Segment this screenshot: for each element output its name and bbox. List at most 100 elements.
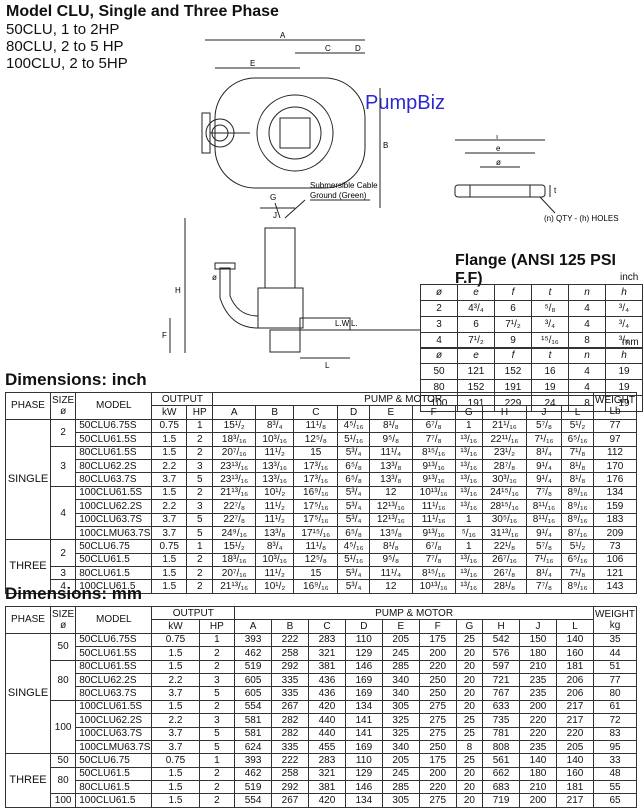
dim-cell: 9¹/₄ bbox=[525, 525, 563, 541]
model-cell: 100CLU61.5 bbox=[75, 579, 153, 594]
dim-cell: 7¹/₁₆ bbox=[525, 432, 563, 447]
dim-cell: 222 bbox=[271, 632, 309, 648]
kw-cell: 0.75 bbox=[151, 418, 188, 434]
size-cell: 50 bbox=[49, 632, 77, 661]
dim-cell: ¹³/₁₆ bbox=[454, 485, 483, 501]
dim-cell: 9¹/₄ bbox=[525, 458, 563, 474]
size-cell: 50 bbox=[49, 753, 77, 768]
title-block: Model CLU, Single and Three Phase 50CLU,… bbox=[6, 2, 286, 72]
hp-cell: 2 bbox=[198, 766, 236, 782]
dim-cell: 5⁷/₈ bbox=[525, 418, 563, 434]
col-output-mm: OUTPUT bbox=[151, 605, 236, 621]
dim-cell: 7¹/₁₆ bbox=[525, 552, 563, 568]
col-dim-l: L bbox=[561, 405, 594, 420]
dim-cell: 7⁷/₈ bbox=[525, 579, 563, 594]
dim-cell: 11¹/₄ bbox=[368, 445, 413, 460]
dim-phi-label: ø bbox=[212, 273, 217, 282]
dim-cell: 20 bbox=[455, 793, 484, 808]
col-hp: HP bbox=[186, 405, 214, 420]
dim-cell: 5³/₄ bbox=[337, 445, 370, 460]
dim-cell: 134 bbox=[344, 699, 383, 715]
model-cell: 80CLU63.7S bbox=[75, 686, 153, 701]
model-cell: 50CLU61.5S bbox=[75, 432, 153, 447]
kw-cell: 1.5 bbox=[151, 766, 200, 782]
dim-cell: 285 bbox=[381, 659, 420, 674]
dim-cell: 12⁵/₈ bbox=[293, 552, 339, 568]
dim-cell: 9⁵/₈ bbox=[368, 432, 413, 447]
model-cell: 100CLU62.2S bbox=[75, 499, 153, 514]
dim-cell: 15 bbox=[293, 566, 339, 581]
dim-cell: 9¹/₄ bbox=[525, 472, 563, 487]
dim-cell: 8⁷/₁₆ bbox=[561, 525, 594, 541]
dim-cell: 23¹³/₁₆ bbox=[212, 472, 257, 487]
dim-cell: 23¹³/₁₆ bbox=[212, 458, 257, 474]
weight-cell: 134 bbox=[593, 485, 637, 501]
dim-cell: 519 bbox=[234, 659, 273, 674]
flange-mm-header-cell: e bbox=[457, 347, 495, 364]
weight-cell: 83 bbox=[593, 726, 637, 741]
dim-g-label: G bbox=[270, 193, 276, 202]
kw-cell: 3.7 bbox=[151, 739, 200, 755]
col-dim-h: H bbox=[481, 405, 527, 420]
flange-inch-cell: 4 bbox=[568, 300, 606, 317]
size-cell: 2 bbox=[49, 539, 77, 568]
kw-cell: 0.75 bbox=[151, 632, 200, 648]
kw-cell: 1.5 bbox=[151, 793, 200, 808]
dim-cell: 205 bbox=[381, 632, 420, 648]
dim-cell: 17¹⁵/₁₆ bbox=[293, 525, 339, 541]
dim-cell: 292 bbox=[271, 659, 309, 674]
model-cell: 80CLU63.7S bbox=[75, 472, 153, 487]
dim-cell: 20⁷/₁₆ bbox=[212, 566, 257, 581]
dim-cell: 217 bbox=[555, 699, 595, 715]
dim-cell: 282 bbox=[271, 726, 309, 741]
dim-cell: 20 bbox=[455, 686, 484, 701]
dim-cell: 10¹³/₁₆ bbox=[411, 485, 456, 501]
flange-mm-cell: 4 bbox=[568, 363, 606, 380]
dim-d-label: D bbox=[355, 44, 361, 53]
dim-cell: 11¹/₈ bbox=[293, 539, 339, 554]
flange-mm-header-cell: n bbox=[568, 347, 606, 364]
kw-cell: 0.75 bbox=[151, 539, 188, 554]
dim-cell: 220 bbox=[418, 659, 457, 674]
dim-cell: 11¹/₂ bbox=[255, 445, 295, 460]
dim-cell: 624 bbox=[234, 739, 273, 755]
flange-inch-cell: 4 bbox=[568, 316, 606, 333]
size-cell: 100 bbox=[49, 699, 77, 755]
flange-phi-label: ø bbox=[496, 158, 501, 167]
kw-cell: 1.5 bbox=[151, 780, 200, 795]
dim-cell: 21¹³/₁₆ bbox=[212, 579, 257, 594]
dim-cell: 8³/₄ bbox=[255, 418, 295, 434]
dim-cell: 181 bbox=[555, 780, 595, 795]
dim-cell: 605 bbox=[234, 686, 273, 701]
dim-cell: 175 bbox=[418, 753, 457, 768]
hp-cell: 1 bbox=[186, 418, 214, 434]
col-model: MODEL bbox=[75, 392, 153, 420]
dim-cell: 683 bbox=[482, 780, 521, 795]
dim-h-label: H bbox=[175, 286, 181, 295]
dim-cell: ⁵/₁₆ bbox=[454, 525, 483, 541]
hp-cell: 3 bbox=[186, 499, 214, 514]
flange-mm-cell: 19 bbox=[605, 363, 643, 380]
hp-cell: 2 bbox=[198, 699, 236, 715]
dim-cell: 18³/₁₆ bbox=[212, 552, 257, 568]
col-dim-a: A bbox=[234, 619, 273, 634]
dim-cell: 335 bbox=[271, 739, 309, 755]
dim-cell: 5¹/₁₆ bbox=[337, 432, 370, 447]
dim-cell: 12¹³/₁₆ bbox=[368, 512, 413, 527]
dim-cell: 25 bbox=[455, 753, 484, 768]
pump-drawing: A C E D B J G H F L ø Submersible Cable … bbox=[162, 31, 420, 370]
col-hp: HP bbox=[198, 619, 236, 634]
dim-cell: 15¹/₂ bbox=[212, 418, 257, 434]
dim-cell: 175 bbox=[418, 632, 457, 648]
dim-cell: ¹³/₁₆ bbox=[454, 566, 483, 581]
dim-cell: 10¹/₂ bbox=[255, 485, 295, 501]
kw-cell: 3.7 bbox=[151, 686, 200, 701]
dim-cell: 258 bbox=[271, 646, 309, 661]
dim-cell: 169 bbox=[344, 739, 383, 755]
dim-cell: 5¹/₁₆ bbox=[337, 552, 370, 568]
